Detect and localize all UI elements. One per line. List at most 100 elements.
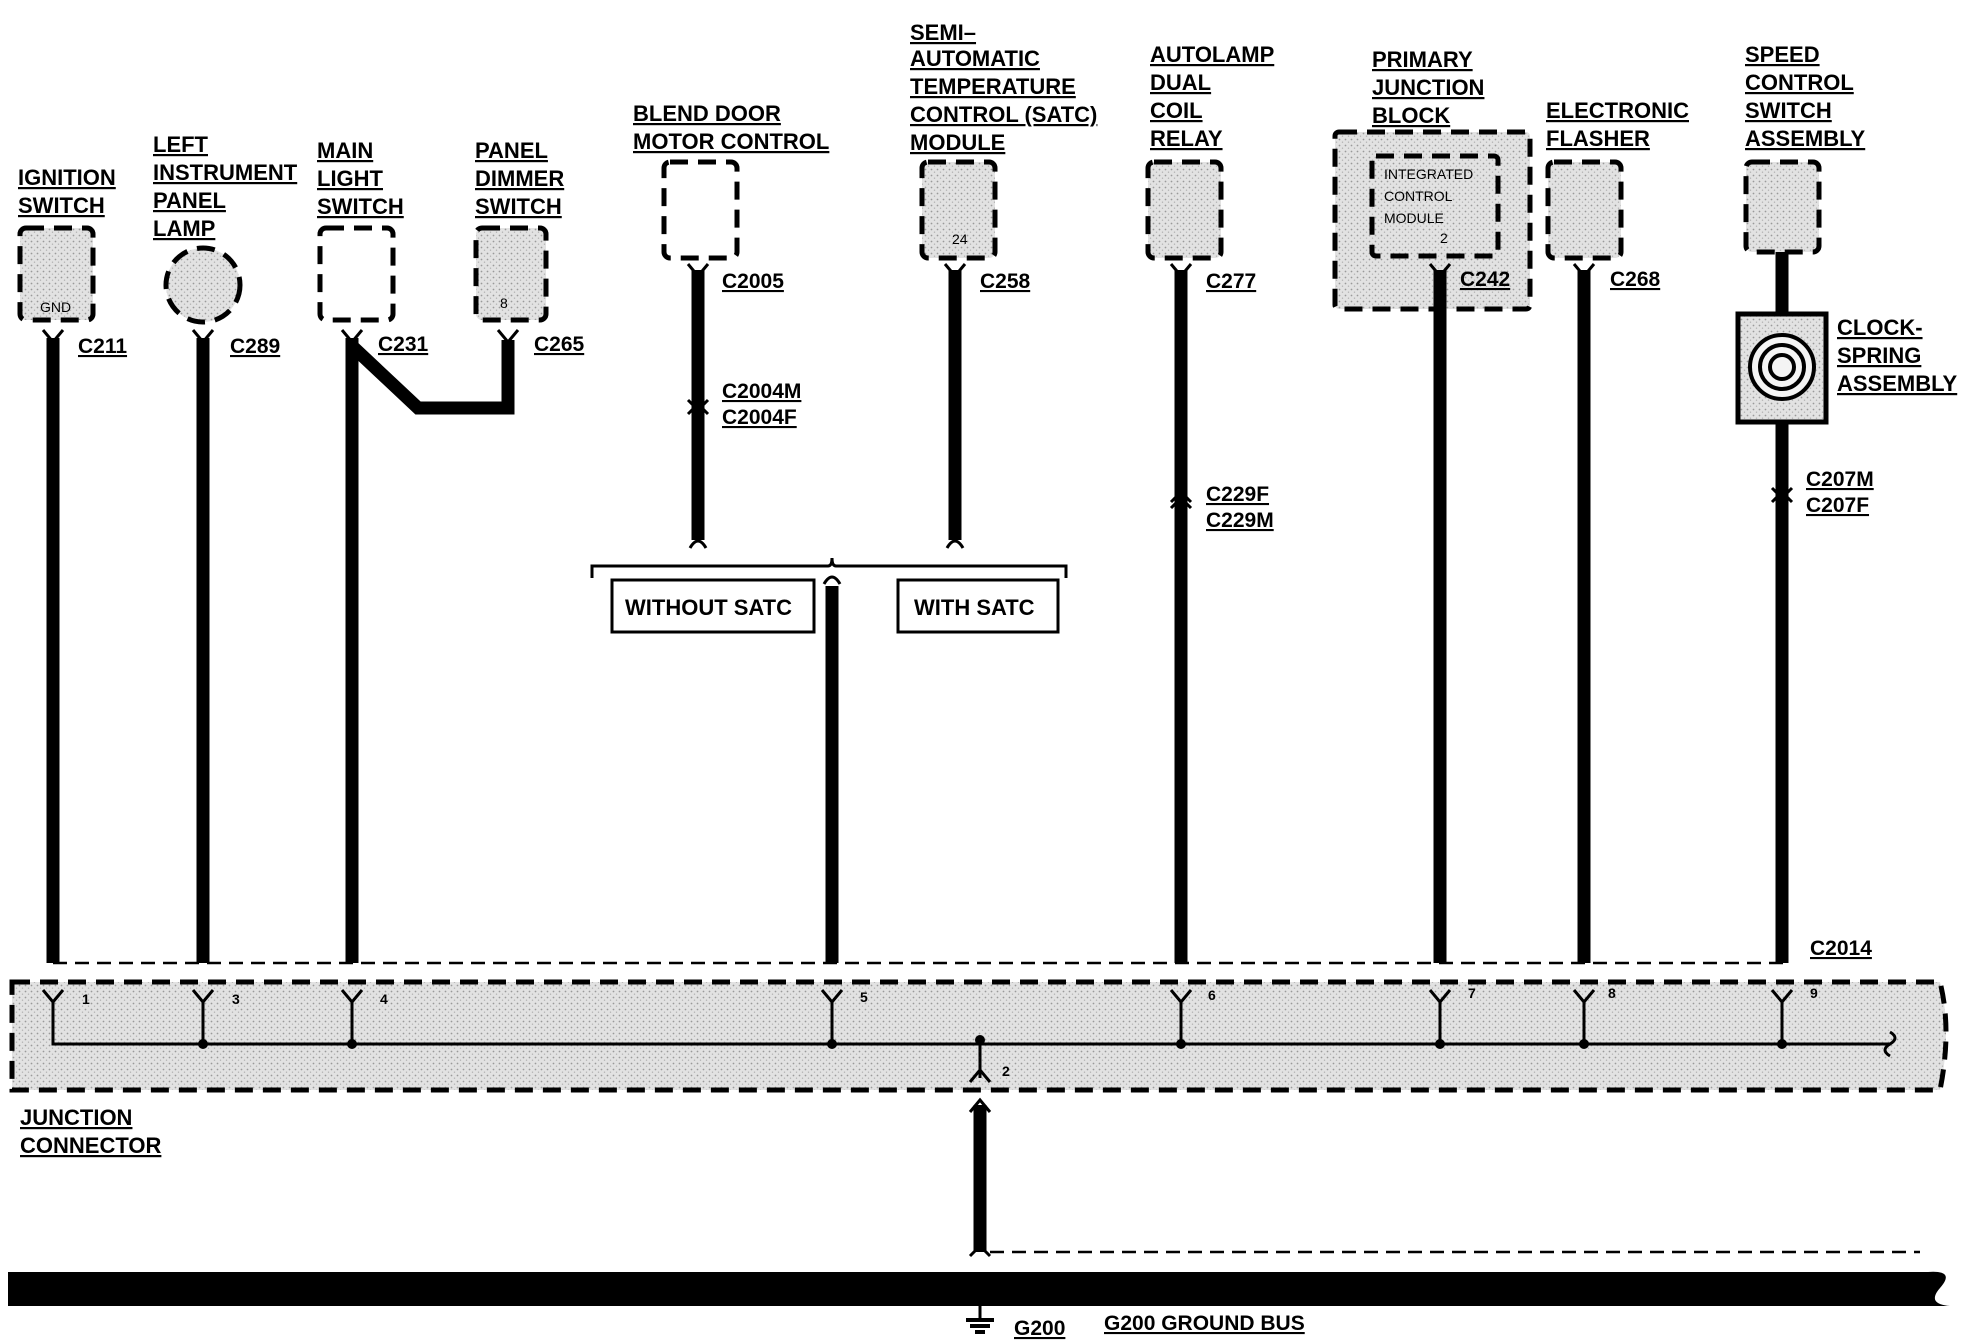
svg-text:AUTOLAMP: AUTOLAMP (1150, 42, 1274, 67)
svg-text:SPEED: SPEED (1745, 42, 1820, 67)
svg-text:1: 1 (82, 991, 90, 1007)
ground-symbol-icon (966, 1306, 994, 1334)
svg-text:3: 3 (232, 991, 240, 1007)
svg-text:SWITCH: SWITCH (18, 193, 105, 218)
ground-bus-label: G200 GROUND BUS (1104, 1312, 1305, 1335)
svg-text:LEFT: LEFT (153, 132, 209, 157)
main-light-switch-box (317, 225, 396, 323)
svg-text:PANEL: PANEL (475, 138, 548, 163)
svg-text:SEMI–: SEMI– (910, 20, 976, 45)
svg-text:MOTOR CONTROL: MOTOR CONTROL (633, 129, 829, 154)
ground-bus (8, 1271, 1950, 1306)
panel-dimmer-switch-box: 8 (473, 225, 549, 323)
svg-text:ELECTRONIC: ELECTRONIC (1546, 98, 1689, 123)
connector-c2005: C2005 (722, 270, 784, 293)
wires (41, 252, 1794, 965)
connector-c229m: C229M (1206, 509, 1274, 532)
svg-text:SWITCH: SWITCH (317, 194, 404, 219)
junction-pins (41, 989, 1794, 1083)
connector-c277: C277 (1206, 270, 1256, 293)
svg-text:5: 5 (860, 989, 868, 1005)
connector-c211: C211 (78, 335, 127, 358)
svg-text:WITHOUT SATC: WITHOUT SATC (625, 595, 792, 620)
label-panel-dimmer-switch: PANEL DIMMER SWITCH (475, 138, 564, 219)
connector-c2014: C2014 (1810, 937, 1872, 960)
svg-text:SWITCH: SWITCH (1745, 98, 1832, 123)
svg-text:PANEL: PANEL (153, 188, 226, 213)
clockspring-assembly (1735, 311, 1829, 425)
label-blend-door-motor-control: BLEND DOOR MOTOR CONTROL (633, 101, 829, 154)
svg-text:LAMP: LAMP (153, 216, 215, 241)
junction-connector: 1 3 4 5 6 7 8 9 2 (9, 979, 1949, 1093)
svg-text:CONTROL (SATC): CONTROL (SATC) (910, 102, 1097, 127)
connector-c2004m: C2004M (722, 380, 801, 403)
svg-text:DUAL: DUAL (1150, 70, 1211, 95)
label-satc-module: SEMI– AUTOMATIC TEMPERATURE CONTROL (SAT… (910, 20, 1097, 155)
blend-door-box (661, 159, 740, 261)
svg-text:6: 6 (1208, 987, 1216, 1003)
svg-text:INSTRUMENT: INSTRUMENT (153, 160, 298, 185)
svg-text:MAIN: MAIN (317, 138, 373, 163)
svg-text:24: 24 (952, 231, 968, 247)
speed-control-switch-box (1743, 159, 1822, 255)
svg-text:CONTROL: CONTROL (1384, 188, 1453, 204)
svg-text:4: 4 (380, 991, 388, 1007)
svg-text:BLOCK: BLOCK (1372, 103, 1450, 128)
connector-c265: C265 (534, 333, 585, 356)
svg-text:CONNECTOR: CONNECTOR (20, 1133, 161, 1158)
svg-text:BLEND DOOR: BLEND DOOR (633, 101, 781, 126)
svg-text:SPRING: SPRING (1837, 343, 1921, 368)
label-electronic-flasher: ELECTRONIC FLASHER (1546, 98, 1689, 151)
label-ignition-switch: IGNITION SWITCH (18, 165, 116, 218)
connector-c207f: C207F (1806, 494, 1869, 517)
ground-wire (968, 1097, 1920, 1258)
label-left-instrument-panel-lamp: LEFT INSTRUMENT PANEL LAMP (153, 132, 298, 241)
svg-text:CONTROL: CONTROL (1745, 70, 1854, 95)
svg-text:JUNCTION: JUNCTION (1372, 75, 1484, 100)
connector-c229f: C229F (1206, 483, 1269, 506)
svg-text:ASSEMBLY: ASSEMBLY (1745, 126, 1866, 151)
svg-text:TEMPERATURE: TEMPERATURE (910, 74, 1076, 99)
connector-c289: C289 (230, 335, 280, 358)
connector-c242: C242 (1460, 268, 1510, 291)
ignition-switch-box: GND (17, 225, 96, 323)
label-clockspring: CLOCK- SPRING ASSEMBLY (1837, 315, 1958, 396)
label-primary-junction-block: PRIMARY JUNCTION BLOCK (1372, 47, 1484, 128)
svg-text:MODULE: MODULE (1384, 210, 1444, 226)
svg-text:7: 7 (1468, 985, 1476, 1001)
svg-text:8: 8 (1608, 985, 1616, 1001)
autolamp-relay-box (1145, 159, 1224, 261)
svg-text:GND: GND (40, 299, 71, 315)
svg-text:COIL: COIL (1150, 98, 1203, 123)
satc-module-box: 24 (919, 159, 998, 261)
connector-g200: G200 (1014, 1317, 1065, 1340)
svg-text:WITH SATC: WITH SATC (914, 595, 1035, 620)
svg-text:INTEGRATED: INTEGRATED (1384, 166, 1473, 182)
svg-text:8: 8 (500, 295, 508, 311)
option-without-satc: WITHOUT SATC (610, 578, 816, 634)
primary-junction-block-box: INTEGRATED CONTROL MODULE 2 (1332, 129, 1533, 312)
label-junction-connector: JUNCTION CONNECTOR (20, 1105, 161, 1158)
svg-text:PRIMARY: PRIMARY (1372, 47, 1473, 72)
svg-text:DIMMER: DIMMER (475, 166, 564, 191)
label-main-light-switch: MAIN LIGHT SWITCH (317, 138, 404, 219)
svg-text:2: 2 (1002, 1063, 1010, 1079)
option-with-satc: WITH SATC (896, 578, 1060, 634)
electronic-flasher-box (1545, 159, 1624, 261)
svg-text:IGNITION: IGNITION (18, 165, 116, 190)
label-autolamp-relay: AUTOLAMP DUAL COIL RELAY (1150, 42, 1274, 151)
connector-c2004f: C2004F (722, 406, 797, 429)
integrated-control-module-box (1369, 153, 1501, 259)
connector-c207m: C207M (1806, 468, 1874, 491)
svg-text:RELAY: RELAY (1150, 126, 1223, 151)
svg-text:2: 2 (1440, 230, 1448, 246)
svg-text:LIGHT: LIGHT (317, 166, 384, 191)
svg-text:MODULE: MODULE (910, 130, 1005, 155)
svg-text:FLASHER: FLASHER (1546, 126, 1650, 151)
svg-text:AUTOMATIC: AUTOMATIC (910, 46, 1040, 71)
instrument-lamp-symbol (163, 245, 243, 325)
svg-text:SWITCH: SWITCH (475, 194, 562, 219)
connector-c258: C258 (980, 270, 1031, 293)
svg-text:JUNCTION: JUNCTION (20, 1105, 132, 1130)
